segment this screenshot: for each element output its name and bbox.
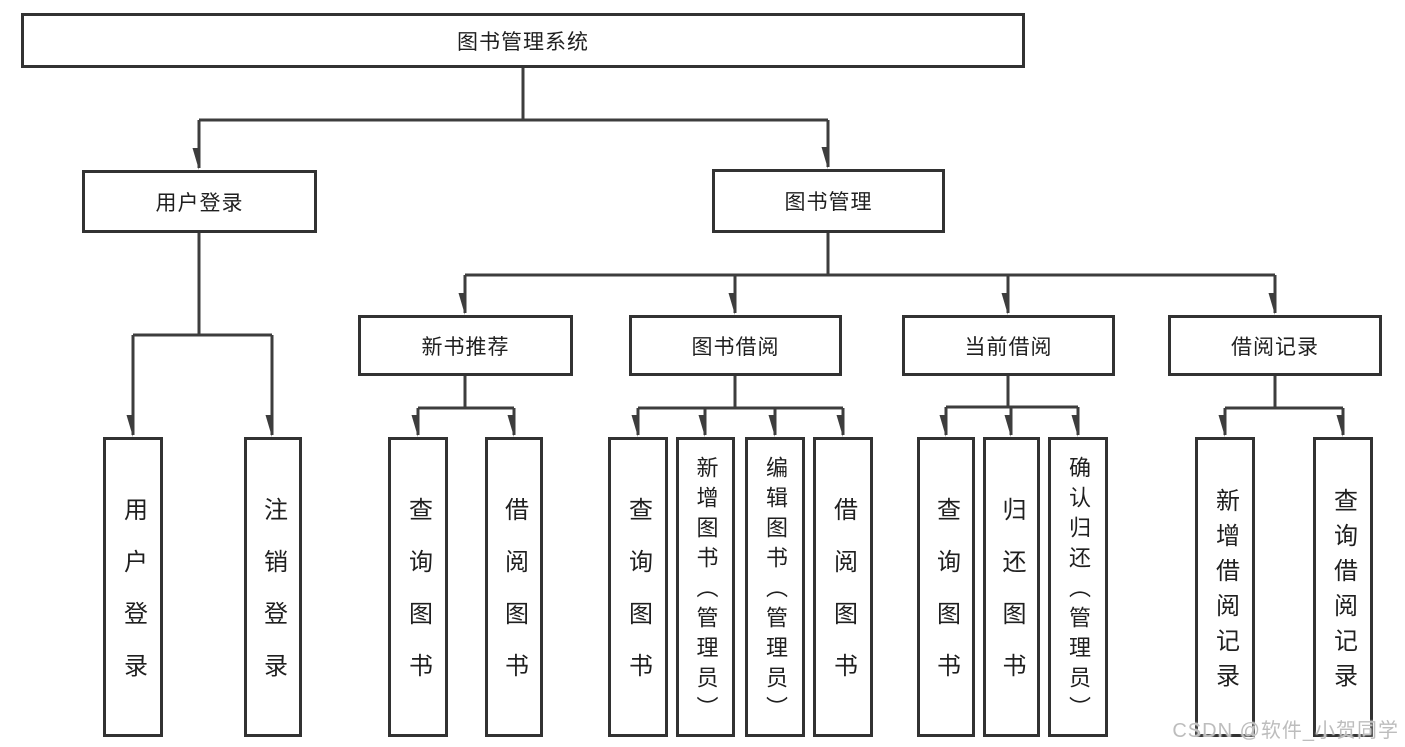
connector-current-borrowing-trunk	[946, 376, 1078, 409]
leaf-user-login: 用户登录	[103, 437, 163, 737]
node-new-book-recommend-label: 新书推荐	[421, 335, 510, 359]
node-book-borrowing-label: 图书借阅	[691, 335, 780, 359]
leaf-logout-label: 注销登录	[259, 497, 287, 705]
connector-book-borrowing-trunk	[638, 376, 843, 410]
leaf-return-books: 归还图书	[983, 437, 1040, 737]
node-new-book-recommend: 新书推荐	[358, 315, 573, 376]
connector-user-login-trunk	[133, 233, 272, 337]
node-current-borrowing-label: 当前借阅	[964, 335, 1053, 359]
node-root: 图书管理系统	[21, 13, 1025, 68]
node-book-management-label: 图书管理	[784, 191, 873, 214]
leaf-confirm-return-admin-label: 确认归还（管理员）	[1066, 456, 1091, 726]
leaf-query-books-2: 查询图书	[608, 437, 668, 737]
node-book-borrowing: 图书借阅	[629, 315, 842, 376]
leaf-borrow-books-1-label: 借阅图书	[500, 497, 528, 705]
leaf-return-books-label: 归还图书	[998, 497, 1025, 705]
leaf-borrow-books-2-label: 借阅图书	[829, 497, 857, 705]
leaf-query-books-1: 查询图书	[388, 437, 448, 737]
leaf-query-borrow-record: 查询借阅记录	[1313, 437, 1373, 737]
node-current-borrowing: 当前借阅	[902, 315, 1115, 376]
leaf-query-books-3: 查询图书	[917, 437, 975, 737]
node-root-label: 图书管理系统	[457, 30, 589, 54]
leaf-add-borrow-record: 新增借阅记录	[1195, 437, 1255, 737]
node-book-management: 图书管理	[712, 169, 945, 233]
leaf-logout: 注销登录	[244, 437, 302, 737]
leaf-add-borrow-record-label: 新增借阅记录	[1211, 487, 1239, 698]
node-borrowing-records: 借阅记录	[1168, 315, 1382, 376]
connector-book-management-trunk	[465, 233, 1275, 277]
leaf-user-login-label: 用户登录	[119, 497, 147, 705]
leaf-edit-books-admin: 编辑图书（管理员）	[745, 437, 805, 737]
csdn-watermark: CSDN @软件_小贺同学	[1172, 720, 1399, 742]
leaf-borrow-books-2: 借阅图书	[813, 437, 873, 737]
leaf-borrow-books-1: 借阅图书	[485, 437, 543, 737]
leaf-query-books-1-label: 查询图书	[404, 497, 432, 705]
leaf-add-books-admin-label: 新增图书（管理员）	[693, 456, 719, 726]
leaf-query-books-3-label: 查询图书	[932, 497, 960, 705]
node-user-login: 用户登录	[82, 170, 317, 233]
node-user-login-label: 用户登录	[155, 191, 244, 215]
connector-root-trunk	[199, 68, 828, 122]
node-borrowing-records-label: 借阅记录	[1231, 335, 1319, 359]
leaf-confirm-return-admin: 确认归还（管理员）	[1048, 437, 1108, 737]
leaf-query-books-2-label: 查询图书	[624, 497, 652, 705]
leaf-query-borrow-record-label: 查询借阅记录	[1329, 487, 1357, 698]
leaf-add-books-admin: 新增图书（管理员）	[676, 437, 735, 737]
connector-borrowing-records-trunk	[1225, 376, 1343, 410]
connector-new-book-recommend-trunk	[418, 376, 514, 410]
leaf-edit-books-admin-label: 编辑图书（管理员）	[763, 456, 788, 726]
